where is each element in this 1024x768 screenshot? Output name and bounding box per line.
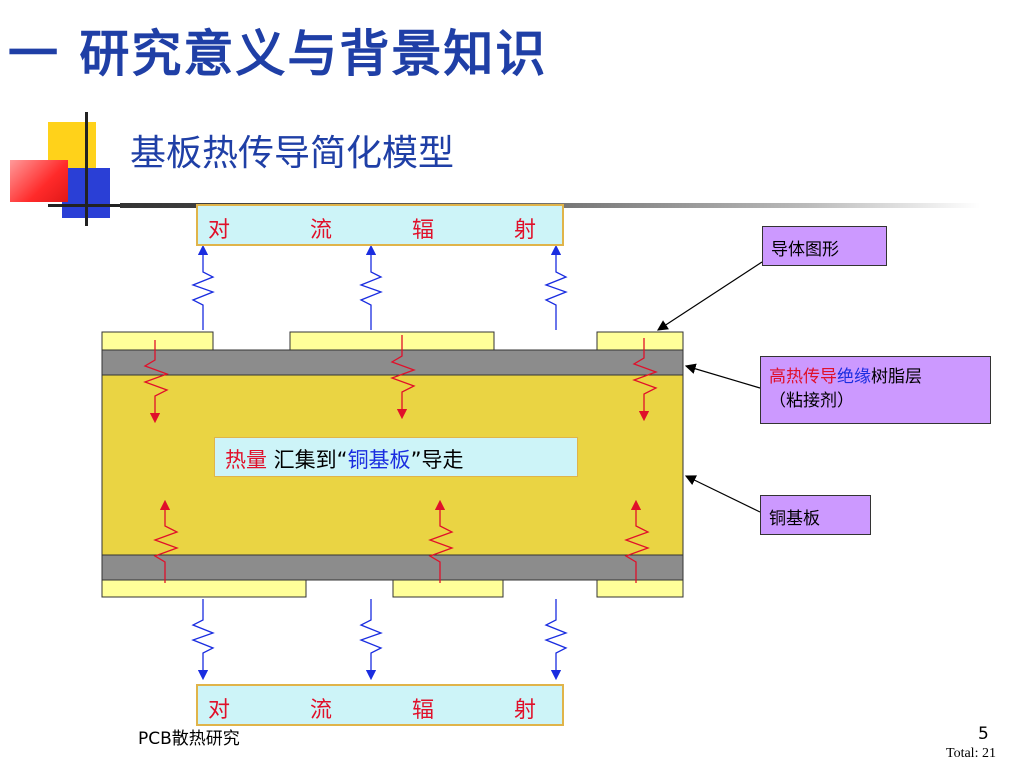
heat-conduction-arrow (143, 340, 169, 424)
heat-conduction-arrow (624, 499, 650, 583)
convection-label: 射 (514, 218, 537, 243)
heat-collection-note: 热量 汇集到“铜基板”导走 (214, 437, 578, 477)
resin-text-1: 高热传导 (769, 367, 837, 387)
heat-flow-arrow-top (359, 244, 383, 330)
convection-label: 射 (514, 698, 537, 723)
callout-line-copper (684, 475, 761, 513)
resin-text-4: （粘接剂） (769, 391, 854, 411)
heat-conduction-arrow (153, 499, 179, 583)
copper-base-text: 铜基板 (769, 509, 820, 529)
heat-flow-arrow-bottom (544, 599, 568, 681)
note-text-end: ”导走 (410, 448, 464, 472)
page-subtitle: 基板热传导简化模型 (130, 133, 455, 174)
heat-word: 热量 (225, 448, 267, 472)
convection-label: 对 (208, 698, 231, 723)
convection-radiation-box-bottom: 对 流 辐 射 (196, 684, 564, 726)
logo-red-square (10, 160, 68, 202)
logo-decoration (10, 112, 140, 232)
logo-horizontal-line (48, 204, 128, 207)
convection-label: 辐 (412, 218, 435, 243)
resin-layer-label: 高热传导绝缘树脂层 （粘接剂） (760, 356, 991, 424)
convection-radiation-box-top: 对 流 辐 射 (196, 204, 564, 246)
footer-title: PCB散热研究 (138, 729, 240, 749)
conductor-pattern-label: 导体图形 (762, 226, 887, 266)
copper-base-label: 铜基板 (760, 495, 871, 535)
note-text: 汇集到“ (267, 448, 348, 472)
heat-conduction-arrow (390, 335, 416, 420)
heat-conduction-arrow (632, 338, 658, 422)
page-title: 一 研究意义与背景知识 (8, 25, 548, 83)
insulation-layer-bottom (101, 554, 684, 581)
heat-flow-arrow-top (191, 244, 215, 330)
conductor-pad (101, 331, 214, 351)
convection-label: 对 (208, 218, 231, 243)
copper-base-word: 铜基板 (347, 448, 411, 472)
convection-label: 流 (310, 698, 333, 723)
resin-text-2: 绝缘 (837, 367, 871, 387)
resin-text-3: 树脂层 (871, 367, 922, 387)
conductor-pad (596, 579, 684, 598)
conductor-pad (392, 579, 504, 598)
conductor-pad (596, 331, 684, 351)
convection-label: 辐 (412, 698, 435, 723)
conductor-pattern-text: 导体图形 (771, 240, 839, 260)
heat-flow-arrow-bottom (359, 599, 383, 681)
heat-flow-arrow-top (544, 244, 568, 330)
conductor-pad (289, 331, 495, 351)
convection-label: 流 (310, 218, 333, 243)
conductor-pad (101, 579, 307, 598)
logo-vertical-line (85, 112, 88, 226)
page-total: Total: 21 (946, 746, 996, 761)
callout-line-resin (684, 363, 761, 389)
page-number: 5 (978, 724, 989, 744)
callout-line-conductor (656, 261, 763, 331)
heat-flow-arrow-bottom (191, 599, 215, 681)
heat-conduction-arrow (428, 499, 454, 583)
